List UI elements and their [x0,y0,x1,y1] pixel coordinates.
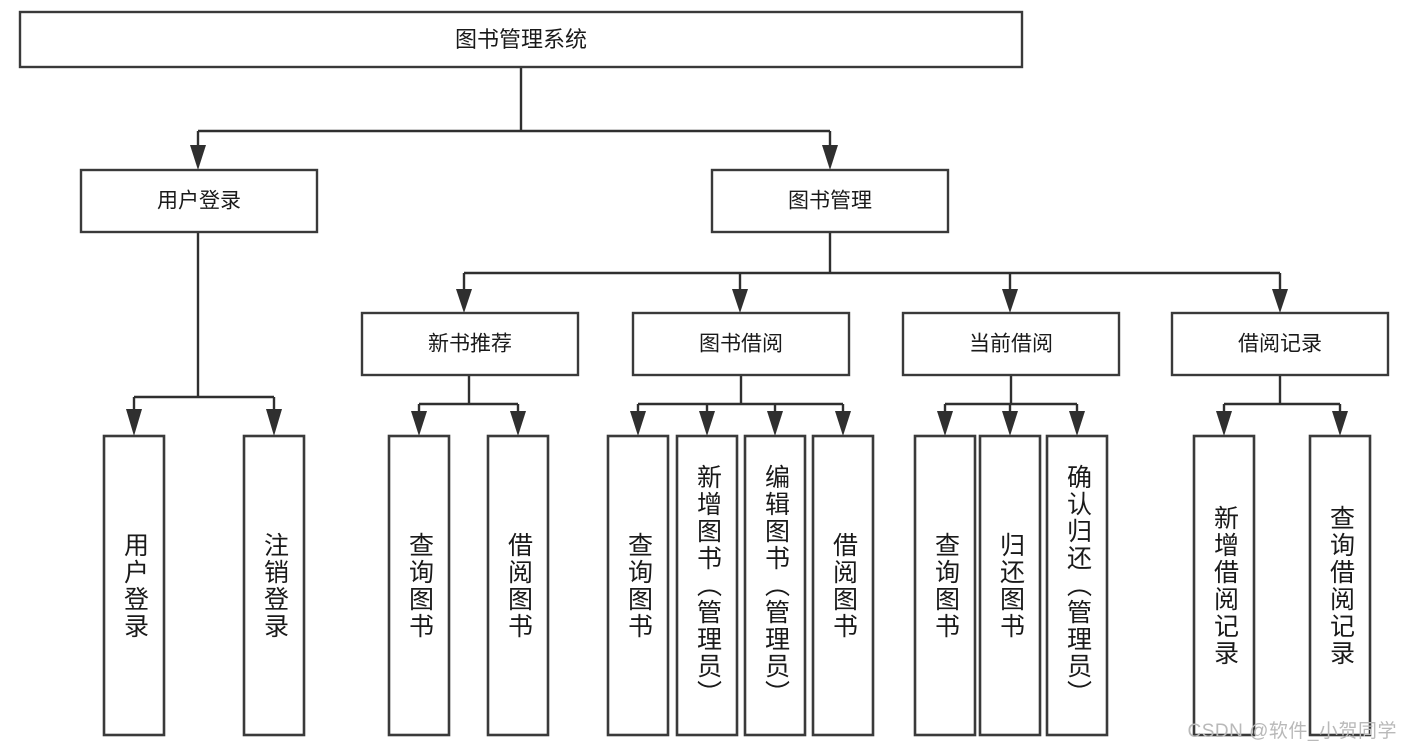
leaf-box-current-borrow-3[interactable] [1045,434,1109,737]
leaf-box-current-borrow-1[interactable] [913,434,977,737]
node-new-book-recommend[interactable]: 新书推荐 [360,311,580,377]
leaf-box-book-borrow-1[interactable] [606,434,670,737]
node-current-borrow-label: 当前借阅 [969,333,1053,356]
arrow-head-newbook-leaf-1 [411,411,427,436]
leaf-box-new-book-2[interactable] [486,434,550,737]
leaf-box-borrow-record-1[interactable] [1192,434,1256,737]
arrow-head-currentborrow-leaf-3 [1069,411,1085,436]
arrow-head-borrowrecord-leaf-2 [1332,411,1348,436]
arrow-head-user-login [190,145,206,170]
node-root-book-management-system[interactable]: 图书管理系统 [18,10,1024,69]
node-user-login-box[interactable] [79,168,319,234]
arrow-head-bookborrow-leaf-1 [630,411,646,436]
connector-group [126,67,1348,436]
arrow-head-bookborrow-leaf-3 [767,411,783,436]
arrow-head-book-borrow [732,289,748,313]
node-book-borrow-box[interactable] [631,311,851,377]
arrow-head-newbook-leaf-2 [510,411,526,436]
leaf-box-book-borrow-2[interactable] [675,434,739,737]
node-new-book-recommend-label: 新书推荐 [428,333,512,356]
node-book-management-label: 图书管理 [788,190,872,213]
node-current-borrow[interactable]: 当前借阅 [901,311,1121,377]
node-borrow-record-box[interactable] [1170,311,1390,377]
leaf-box-user-login-2[interactable] [242,434,306,737]
node-borrow-record-label: 借阅记录 [1238,333,1322,356]
arrow-head-bookborrow-leaf-4 [835,411,851,436]
arrow-head-user-login-leaf-1 [126,409,142,436]
node-root-box[interactable] [18,10,1024,69]
arrow-head-borrow-record [1272,289,1288,313]
arrow-head-book-manage [822,145,838,170]
leaf-box-book-borrow-3[interactable] [743,434,807,737]
leaf-box-book-borrow-4[interactable] [811,434,875,737]
arrow-head-borrowrecord-leaf-1 [1216,411,1232,436]
node-book-management-box[interactable] [710,168,950,234]
leaf-box-user-login-1[interactable] [102,434,166,737]
node-user-login[interactable]: 用户登录 [79,168,319,234]
node-book-management[interactable]: 图书管理 [710,168,950,234]
arrow-head-currentborrow-leaf-1 [937,411,953,436]
node-book-borrow[interactable]: 图书借阅 [631,311,851,377]
arrow-head-new-book [456,289,472,313]
leaf-box-new-book-1[interactable] [387,434,451,737]
arrow-head-user-login-leaf-2 [266,409,282,436]
node-user-login-label: 用户登录 [157,190,241,213]
node-current-borrow-box[interactable] [901,311,1121,377]
node-book-borrow-label: 图书借阅 [699,333,783,356]
node-borrow-record[interactable]: 借阅记录 [1170,311,1390,377]
arrow-head-currentborrow-leaf-2 [1002,411,1018,436]
leaf-box-borrow-record-2[interactable] [1308,434,1372,737]
arrow-head-current-borrow [1002,289,1018,313]
node-new-book-recommend-box[interactable] [360,311,580,377]
arrow-head-bookborrow-leaf-2 [699,411,715,436]
leaf-box-current-borrow-2[interactable] [978,434,1042,737]
node-root-label: 图书管理系统 [455,27,587,52]
